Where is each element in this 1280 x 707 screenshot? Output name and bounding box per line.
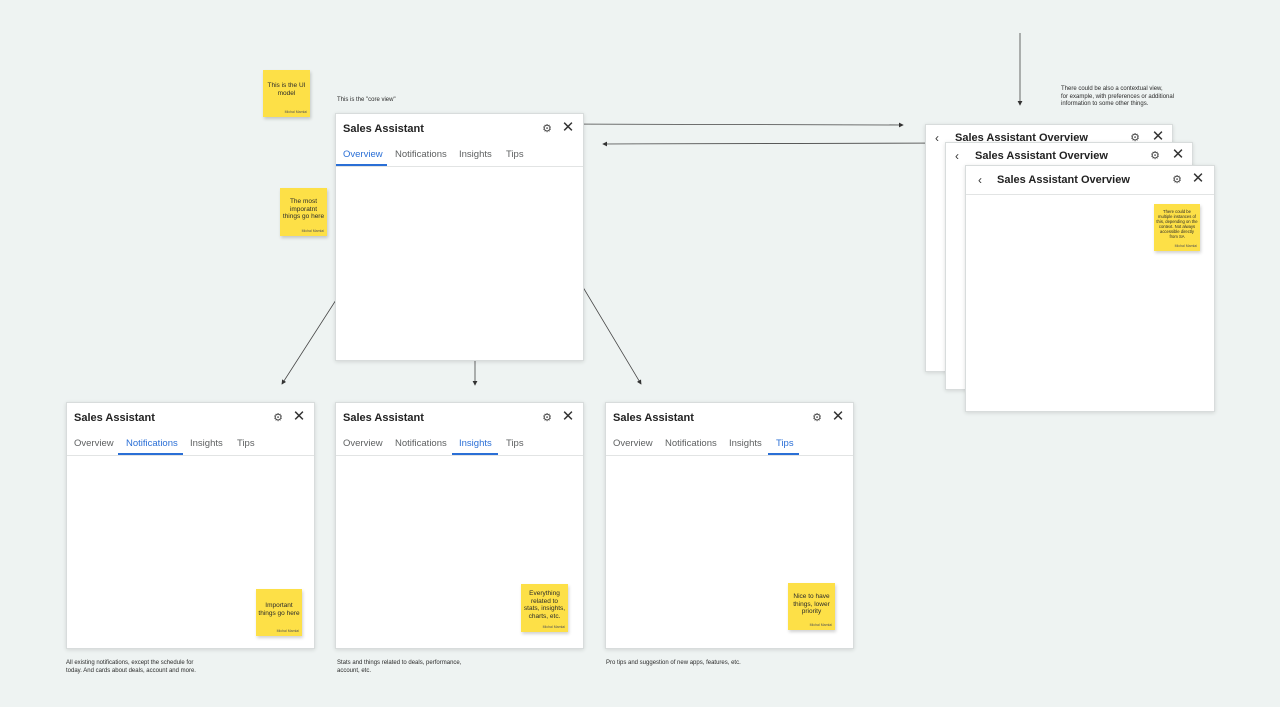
close-icon[interactable]: ✕ [561, 119, 575, 136]
sticky-text: The most imporatnt things go here [282, 198, 325, 220]
close-icon[interactable]: ✕ [292, 408, 306, 425]
tab-bar: Overview Notifications Insights Tips [606, 433, 853, 456]
tab-tips[interactable]: Tips [237, 438, 255, 449]
insights-panel: Sales Assistant ⚙ ✕ Overview Notificatio… [335, 402, 584, 649]
back-chevron-icon[interactable]: ‹ [955, 149, 959, 163]
tab-bar: Overview Notifications Insights Tips [336, 433, 583, 456]
tips-panel: Sales Assistant ⚙ ✕ Overview Notificatio… [605, 402, 854, 649]
close-icon[interactable]: ✕ [1151, 128, 1165, 145]
sticky-text: This is the UI model [267, 82, 306, 97]
active-tab-indicator [118, 453, 183, 455]
tab-overview[interactable]: Overview [343, 149, 383, 160]
tab-insights[interactable]: Insights [190, 438, 223, 449]
arrow-back-to-core [602, 141, 959, 147]
tab-notifications[interactable]: Notifications [395, 149, 447, 160]
close-icon[interactable]: ✕ [561, 408, 575, 425]
core-view-label: This is the "core view" [337, 97, 396, 103]
close-icon[interactable]: ✕ [1191, 170, 1205, 187]
sticky-note-most-important: The most imporatnt things go here Michal… [280, 188, 327, 236]
active-tab-indicator [768, 453, 799, 455]
tab-notifications[interactable]: Notifications [126, 438, 178, 449]
tab-overview[interactable]: Overview [74, 438, 114, 449]
panel-title: Sales Assistant [343, 123, 424, 135]
insights-note: Stats and things related to deals, perfo… [337, 660, 462, 674]
close-icon[interactable]: ✕ [831, 408, 845, 425]
tab-notifications[interactable]: Notifications [395, 438, 447, 449]
tab-notifications[interactable]: Notifications [665, 438, 717, 449]
panel-header: Sales Assistant ⚙ ✕ [67, 403, 314, 433]
gear-icon[interactable]: ⚙ [1130, 132, 1140, 144]
tab-insights[interactable]: Insights [459, 438, 492, 449]
sticky-note-ui-model: This is the UI model Michal Mamlai [263, 70, 310, 117]
tab-overview[interactable]: Overview [613, 438, 653, 449]
tab-overview[interactable]: Overview [343, 438, 383, 449]
gear-icon[interactable]: ⚙ [542, 412, 552, 424]
tab-bar: Overview Notifications Insights Tips [67, 433, 314, 456]
sticky-text: There could be multiple instances of thi… [1156, 209, 1198, 239]
sticky-author: Michal Mamlai [542, 625, 565, 629]
active-tab-indicator [336, 164, 387, 166]
core-view-panel: Sales Assistant ⚙ ✕ Overview Notificatio… [335, 113, 584, 361]
notifications-note: All existing notifications, except the s… [66, 660, 196, 674]
panel-header: Sales Assistant ⚙ ✕ [606, 403, 853, 433]
panel-header: Sales Assistant ⚙ ✕ [336, 114, 583, 144]
tips-note: Pro tips and suggestion of new apps, fea… [606, 660, 741, 666]
panel-title: Sales Assistant [613, 412, 694, 424]
sticky-note-important: Important things go here Michal Mamlai [256, 589, 302, 636]
overview-panel-front: ‹ Sales Assistant Overview ⚙ ✕ There cou… [965, 165, 1215, 412]
sticky-author: Michal Mamlai [276, 629, 299, 633]
panel-title: Sales Assistant Overview [975, 150, 1108, 162]
sticky-author: Michal Mamlai [301, 229, 324, 233]
panel-header: Sales Assistant ⚙ ✕ [336, 403, 583, 433]
panel-title: Sales Assistant [343, 412, 424, 424]
panel-title: Sales Assistant Overview [955, 132, 1088, 144]
sticky-note-overview: There could be multiple instances of thi… [1154, 204, 1200, 251]
panel-title: Sales Assistant Overview [997, 174, 1130, 186]
back-chevron-icon[interactable]: ‹ [978, 173, 982, 187]
gear-icon[interactable]: ⚙ [542, 123, 552, 135]
sticky-author: Michal Mamlai [809, 623, 832, 627]
sticky-text: Everything related to stats, insights, c… [523, 590, 566, 620]
gear-icon[interactable]: ⚙ [273, 412, 283, 424]
close-icon[interactable]: ✕ [1171, 146, 1185, 163]
tab-insights[interactable]: Insights [729, 438, 762, 449]
arrow-to-overview [555, 122, 904, 128]
tab-insights[interactable]: Insights [459, 149, 492, 160]
tab-tips[interactable]: Tips [506, 438, 524, 449]
back-chevron-icon[interactable]: ‹ [935, 131, 939, 145]
contextual-view-note: There could be also a contextual view, f… [1061, 86, 1175, 107]
gear-icon[interactable]: ⚙ [812, 412, 822, 424]
sticky-text: Important things go here [258, 602, 300, 617]
notifications-panel: Sales Assistant ⚙ ✕ Overview Notificatio… [66, 402, 315, 649]
sticky-author: Michal Mamlai [284, 110, 307, 114]
tab-tips[interactable]: Tips [506, 149, 524, 160]
panel-title: Sales Assistant [74, 412, 155, 424]
sticky-text: Nice to have things, lower priority [793, 593, 830, 615]
sticky-note-tips: Nice to have things, lower priority Mich… [788, 583, 835, 630]
sticky-note-insights: Everything related to stats, insights, c… [521, 584, 568, 632]
active-tab-indicator [452, 453, 498, 455]
gear-icon[interactable]: ⚙ [1172, 174, 1182, 186]
tab-tips[interactable]: Tips [776, 438, 794, 449]
sticky-author: Michal Mamlai [1174, 244, 1197, 248]
tab-bar: Overview Notifications Insights Tips [336, 144, 583, 167]
gear-icon[interactable]: ⚙ [1150, 150, 1160, 162]
header-divider [966, 194, 1214, 195]
